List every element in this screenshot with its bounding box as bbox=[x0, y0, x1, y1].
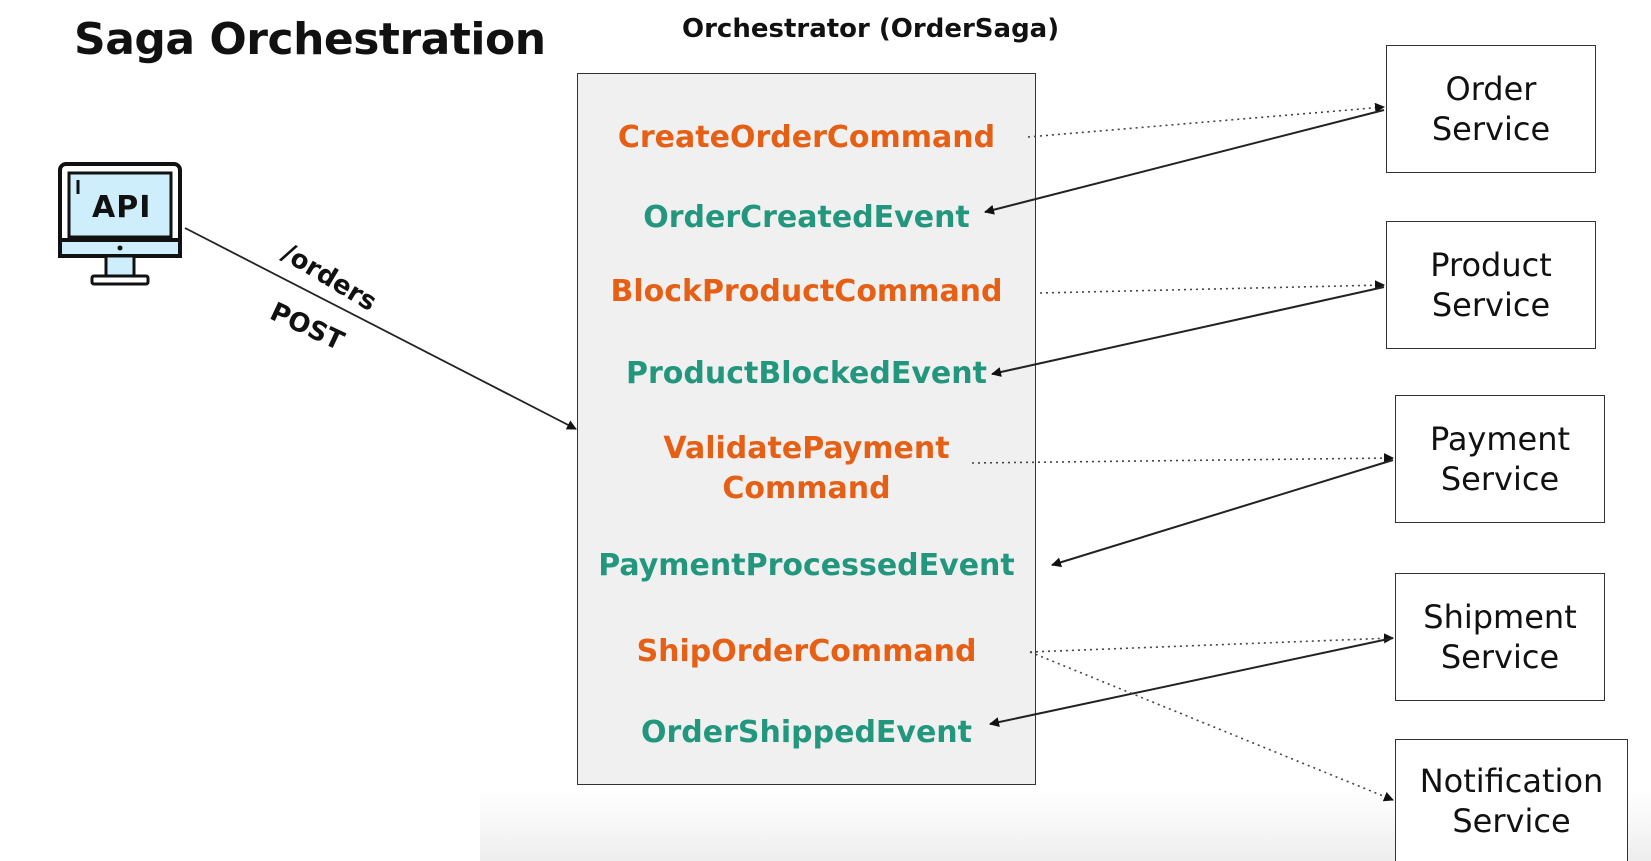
api-to-orchestrator-arrow bbox=[184, 227, 577, 430]
order-shipped-event-arrow bbox=[989, 637, 1394, 728]
monitor-dot bbox=[117, 245, 123, 251]
notification-arrow bbox=[1029, 651, 1394, 802]
payment-service-line2: Service bbox=[1440, 460, 1560, 498]
payment-service-line1: Payment bbox=[1429, 420, 1571, 458]
validate-payment-command-arrow bbox=[971, 453, 1394, 464]
orchestrator-box bbox=[577, 73, 1036, 785]
ship-order-command-arrow bbox=[1029, 633, 1394, 653]
order-shipped-event: OrderShippedEvent bbox=[640, 715, 973, 750]
orchestrator-title: Orchestrator (OrderSaga) bbox=[682, 14, 1060, 44]
monitor-screen bbox=[67, 171, 173, 239]
payment-processed-event-arrow bbox=[1051, 459, 1394, 568]
monitor-stand bbox=[90, 274, 150, 286]
shipment-service-line2: Service bbox=[1440, 638, 1560, 676]
block-product-command: BlockProductCommand bbox=[610, 274, 1003, 309]
notification-service-line2: Service bbox=[1452, 801, 1571, 840]
validate-payment-line1: ValidatePayment bbox=[663, 431, 950, 466]
validate-payment-line2: Command bbox=[722, 471, 891, 506]
create-order-command-arrow bbox=[1027, 102, 1385, 138]
ship-order-command: ShipOrderCommand bbox=[636, 634, 977, 669]
page-title: Saga Orchestration bbox=[74, 14, 546, 65]
order-service-line2: Service bbox=[1431, 110, 1551, 148]
product-service-line2: Service bbox=[1431, 286, 1551, 324]
validate-payment-command: ValidatePayment Command bbox=[577, 429, 1036, 509]
payment-processed-event: PaymentProcessedEvent bbox=[598, 548, 1015, 583]
api-label: API bbox=[92, 190, 152, 225]
create-order-command: CreateOrderCommand bbox=[617, 120, 996, 155]
product-service-line1: Product bbox=[1430, 246, 1552, 284]
api-monitor-icon bbox=[58, 162, 182, 286]
shipment-service-line1: Shipment bbox=[1423, 598, 1577, 636]
block-product-command-arrow bbox=[1039, 280, 1385, 294]
product-blocked-event: ProductBlockedEvent bbox=[626, 356, 987, 391]
order-created-event: OrderCreatedEvent bbox=[643, 200, 970, 235]
product-blocked-event-arrow bbox=[991, 286, 1385, 377]
order-service-line1: Order bbox=[1445, 70, 1537, 108]
order-created-event-arrow bbox=[984, 109, 1385, 215]
notification-service-line1: Notification bbox=[1419, 761, 1604, 800]
